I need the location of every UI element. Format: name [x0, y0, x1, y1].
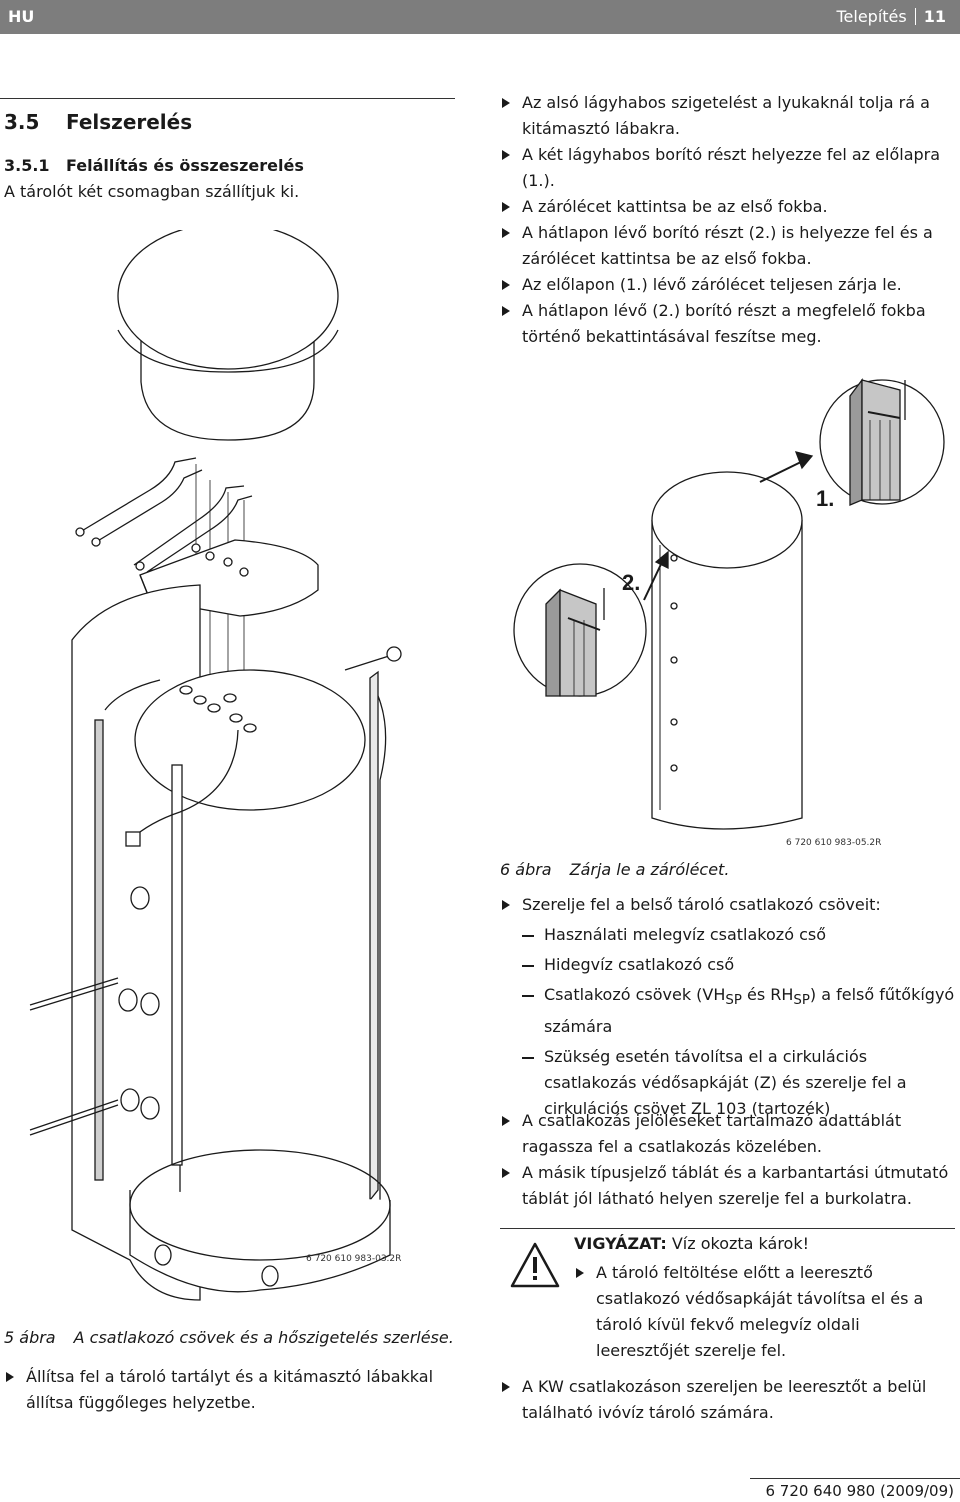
steps-last: A KW csatlakozáson szereljen be leereszt… [500, 1374, 955, 1426]
header-section: Telepítés [836, 7, 907, 26]
left-steps: Állítsa fel a tároló tartályt és a kitám… [4, 1364, 459, 1416]
figure-6-caption: 6 ábra Zárja le a zárólécet. [500, 860, 729, 879]
figure-6-closing-strips: 1. 2. [513, 378, 945, 830]
page-number: 11 [923, 7, 946, 26]
section-rule [0, 98, 455, 99]
language-code: HU [8, 7, 35, 26]
dash-marker [522, 1057, 534, 1060]
bullet-arrow-icon [502, 1116, 510, 1126]
dash-item: Szükség esetén távolítsa el a cirkuláció… [500, 1044, 955, 1122]
step-item: A KW csatlakozáson szereljen be leereszt… [500, 1374, 955, 1426]
steps-top: Az alsó lágyhabos szigetelést a lyukakná… [500, 90, 955, 350]
header-separator [914, 8, 916, 25]
bullet-arrow-icon [6, 1372, 14, 1382]
figure-6-label-2: 2. [622, 570, 640, 595]
section-title: Felszerelés [66, 110, 193, 134]
steps-mid-dashes: Használati melegvíz csatlakozó cső Hideg… [500, 922, 955, 1122]
footer-rule [750, 1478, 960, 1479]
warning-box: VIGYÁZAT: Víz okozta károk! A tároló fel… [500, 1228, 955, 1364]
figure-6-caption-text: Zárja le a zárólécet. [569, 860, 730, 879]
warning-rule-top [500, 1228, 955, 1229]
dash-item: Használati melegvíz csatlakozó cső [500, 922, 955, 948]
bullet-arrow-icon [502, 306, 510, 316]
figure-5-code: 6 720 610 983-03.2R [306, 1254, 402, 1264]
step-item: A két lágyhabos borító részt helyezze fe… [500, 142, 955, 194]
subsection-number: 3.5.1 [4, 156, 50, 175]
bullet-arrow-icon [502, 202, 510, 212]
figure-5-caption: 5 ábra A csatlakozó csövek és a hőszigete… [4, 1328, 454, 1347]
bullet-arrow-icon [502, 228, 510, 238]
step-item: A hátlapon lévő borító részt (2.) is hel… [500, 220, 955, 272]
step-item: Az alsó lágyhabos szigetelést a lyukakná… [500, 90, 955, 142]
bullet-arrow-icon [502, 1168, 510, 1178]
warning-triangle-icon [510, 1242, 560, 1288]
dash-item: Csatlakozó csövek (VHSP és RHSP) a felső… [500, 982, 955, 1040]
step-item: A másik típusjelző táblát és a karbantar… [500, 1160, 955, 1212]
bullet-arrow-icon [502, 98, 510, 108]
page-header: HU Telepítés 11 [0, 0, 960, 34]
steps-mid-2: A csatlakozás jelöléseket tartalmazó ada… [500, 1108, 955, 1212]
step-item: Az előlapon (1.) lévő zárólécet teljesen… [500, 272, 955, 298]
figure-6-number: 6 ábra [500, 860, 552, 879]
dash-marker [522, 935, 534, 937]
figure-6-code: 6 720 610 983-05.2R [786, 838, 882, 848]
step-item: Szerelje fel a belső tároló csatlakozó c… [500, 892, 955, 918]
dash-item: Hidegvíz csatlakozó cső [500, 952, 955, 978]
bullet-arrow-icon [502, 150, 510, 160]
step-item: A hátlapon lévő (2.) borító részt a megf… [500, 298, 955, 350]
step-item: A csatlakozás jelöléseket tartalmazó ada… [500, 1108, 955, 1160]
subsection-title: Felállítás és összeszerelés [66, 156, 304, 175]
header-right: Telepítés 11 [836, 7, 946, 26]
warning-heading: VIGYÁZAT: Víz okozta károk! [574, 1234, 810, 1253]
bullet-arrow-icon [502, 900, 510, 910]
figure-5-number: 5 ábra [4, 1328, 56, 1347]
step-item: A zárólécet kattintsa be az első fokba. [500, 194, 955, 220]
bullet-arrow-icon [502, 1382, 510, 1392]
section-number: 3.5 [4, 110, 40, 134]
dash-marker [522, 995, 534, 997]
figure-5-caption-text: A csatlakozó csövek és a hőszigetelés sz… [73, 1328, 454, 1347]
bullet-arrow-icon [576, 1268, 584, 1278]
steps-mid: Szerelje fel a belső tároló csatlakozó c… [500, 892, 955, 918]
warning-body: A tároló feltöltése előtt a leeresztő cs… [574, 1260, 954, 1364]
step-item: Állítsa fel a tároló tartályt és a kitám… [4, 1364, 459, 1416]
figure-6-label-1: 1. [816, 486, 834, 511]
figure-5-exploded-view [29, 230, 402, 1301]
intro-text: A tárolót két csomagban szállítjuk ki. [4, 182, 300, 201]
bullet-arrow-icon [502, 280, 510, 290]
dash-marker [522, 965, 534, 967]
document-code: 6 720 640 980 (2009/09) [765, 1482, 954, 1500]
